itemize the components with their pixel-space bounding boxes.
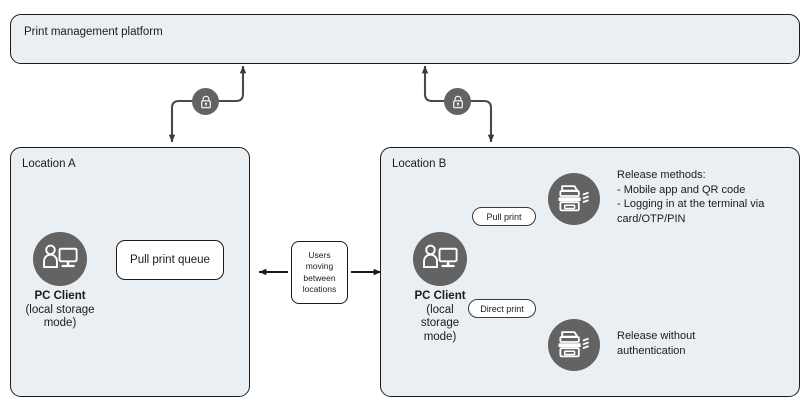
print-management-platform-label: Print management platform [24, 26, 163, 38]
location-b-label: Location B [392, 158, 447, 170]
pc-client-a-subtitle: (local storage mode) [25, 303, 95, 330]
release-without-authentication-note: Release without authentication [617, 330, 696, 357]
printer-icon-glyph [558, 331, 589, 358]
lock-icon-glyph [200, 95, 211, 108]
lock-icon-glyph [452, 95, 463, 108]
edge-platform-to-locationB [471, 99, 495, 143]
users-moving-line-3: between [303, 272, 336, 283]
users-moving-line-2: moving [305, 261, 334, 271]
release-methods-note: Release methods: - Mobile app and QR cod… [617, 169, 765, 225]
pc-client-a-title: PC Client [34, 290, 86, 302]
pc-client-b-title: PC Client [414, 290, 466, 302]
users-moving-line-1: Users [308, 249, 331, 260]
pc-client-icon [413, 232, 467, 286]
pc-client-b-subtitle: (local storage mode) [420, 303, 460, 343]
print-management-platform-box [10, 14, 800, 64]
users-moving-line-4: locations [302, 284, 337, 294]
users-moving-between-locations-node: Users moving between locations [291, 241, 348, 304]
pull-print-edge-label: Pull print [472, 207, 536, 226]
edge-locationA-to-platform [219, 65, 247, 103]
multifunction-printer-icon [548, 319, 600, 371]
location-a-label: Location A [22, 158, 76, 170]
pc-client-icon [33, 232, 87, 286]
multifunction-printer-icon [548, 173, 600, 225]
lock-icon [444, 88, 471, 115]
edge-platform-to-locationA [168, 99, 192, 143]
pc-client-icon-glyph [423, 244, 458, 269]
printer-icon-glyph [558, 185, 589, 212]
pull-print-queue-node: Pull print queue [116, 240, 224, 280]
pc-client-b-caption: PC Client (local storage mode) [380, 290, 500, 344]
edge-locationB-to-platform [421, 65, 444, 103]
pc-client-icon-glyph [43, 244, 78, 269]
direct-print-edge-label: Direct print [468, 299, 536, 318]
lock-icon [192, 88, 219, 115]
pc-client-a-caption: PC Client (local storage mode) [0, 290, 120, 331]
